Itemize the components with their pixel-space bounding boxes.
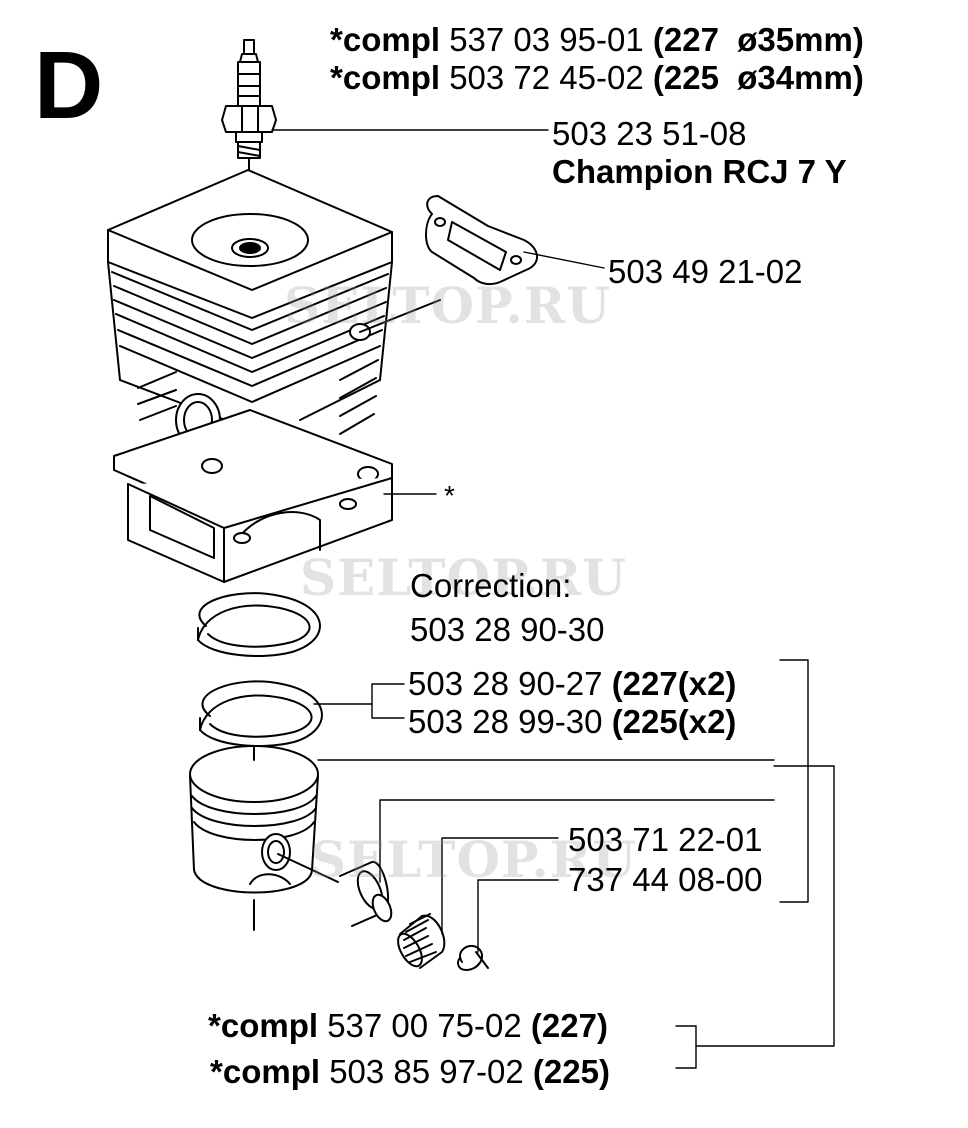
header-2-number: 503 72 45-02 [449, 59, 644, 96]
cylinder-star: * [444, 480, 455, 511]
circlip-part [457, 944, 489, 971]
needle-bearing-part [397, 913, 446, 969]
ring-1-number: 503 28 90-27 [408, 665, 603, 702]
spark-plug-part [221, 39, 277, 167]
footer-line-1: *compl 537 00 75-02 (227) [208, 1008, 608, 1044]
leader-lines [271, 129, 835, 1069]
header-line-1: *compl 537 03 95-01 (227 ø35mm) [330, 22, 864, 58]
ring-line-1: 503 28 90-27 (227(x2) [408, 666, 736, 702]
header-line-2: *compl 503 72 45-02 (225 ø34mm) [330, 60, 864, 96]
header-2-prefix: *compl [330, 59, 441, 96]
gasket-part [359, 195, 538, 333]
spark-plug-name: Champion RCJ 7 Y [552, 153, 847, 190]
ring-2-spec: (225(x2) [611, 703, 737, 740]
bearing-number: 503 71 22-01 [568, 821, 763, 858]
footer-2-number: 503 85 97-02 [329, 1053, 524, 1090]
watermark: SELTOP.RU [300, 548, 627, 607]
footer-1-number: 537 00 75-02 [327, 1007, 522, 1044]
spark-plug-number: 503 23 51-08 [552, 115, 747, 152]
gasket-number: 503 49 21-02 [608, 253, 803, 290]
piston-rings-part [197, 592, 323, 747]
footer-line-2: *compl 503 85 97-02 (225) [210, 1054, 610, 1090]
header-1-number: 537 03 95-01 [449, 21, 644, 58]
watermark: SELTOP.RU [310, 830, 637, 889]
footer-2-spec: (225) [532, 1053, 610, 1090]
correction-number: 503 28 90-30 [410, 611, 605, 648]
ring-line-2: 503 28 99-30 (225(x2) [408, 704, 736, 740]
watermark: SELTOP.RU [284, 276, 611, 335]
header-1-prefix: *compl [330, 21, 441, 58]
circlip-number: 737 44 08-00 [568, 861, 763, 898]
correction-title: Correction: [410, 567, 572, 604]
footer-1-spec: (227) [530, 1007, 608, 1044]
piston-pin-part [277, 853, 393, 927]
piston-part [189, 745, 319, 931]
section-letter: D [34, 32, 104, 139]
footer-2-prefix: *compl [210, 1053, 321, 1090]
ring-1-spec: (227(x2) [611, 665, 737, 702]
cylinder-part [107, 169, 393, 583]
footer-1-prefix: *compl [208, 1007, 319, 1044]
header-2-spec: (225 ø34mm) [652, 59, 864, 96]
ring-2-number: 503 28 99-30 [408, 703, 603, 740]
header-1-spec: (227 ø35mm) [652, 21, 864, 58]
